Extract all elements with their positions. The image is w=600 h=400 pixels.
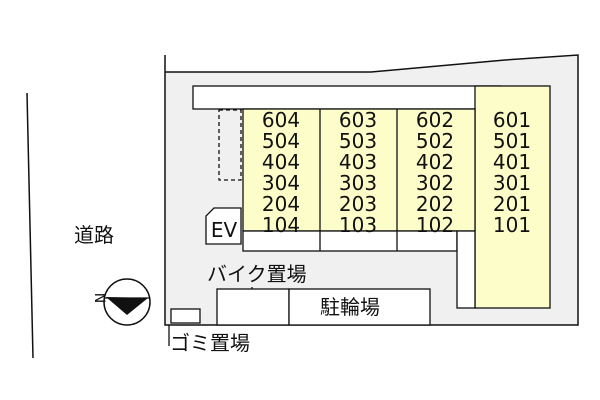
unit-number: 104 xyxy=(262,213,300,237)
unit-number: 204 xyxy=(262,192,300,216)
unit-labels: 6045044043042041046035034033032031036025… xyxy=(262,108,531,237)
elevator-label: EV xyxy=(211,218,238,242)
road-line xyxy=(26,92,34,359)
unit-column-right xyxy=(474,85,551,309)
unit-block xyxy=(242,108,476,232)
unit-number: 101 xyxy=(493,213,531,237)
top-corridor xyxy=(192,85,502,110)
side-corridor xyxy=(456,230,476,309)
unit-number: 301 xyxy=(493,171,531,195)
compass-icon: N xyxy=(91,278,151,326)
unit-number: 604 xyxy=(262,108,300,132)
unit-number: 602 xyxy=(416,108,454,132)
compass-label: N xyxy=(91,293,107,303)
unit-number: 404 xyxy=(262,150,300,174)
unit-number: 203 xyxy=(339,192,377,216)
road-label: 道路 xyxy=(74,223,114,247)
unit-number: 202 xyxy=(416,192,454,216)
unit-number: 501 xyxy=(493,129,531,153)
unit-number: 601 xyxy=(493,108,531,132)
elevator-box xyxy=(205,207,242,245)
unit-number: 502 xyxy=(416,129,454,153)
unit-number: 401 xyxy=(493,150,531,174)
unit-number: 402 xyxy=(416,150,454,174)
garbage-label: ゴミ置場 xyxy=(170,331,250,355)
unit-number: 102 xyxy=(416,213,454,237)
bike-parking-label: バイク置場 xyxy=(207,262,307,286)
bike-parking-area xyxy=(216,288,290,326)
unit-number: 504 xyxy=(262,129,300,153)
unit-number: 304 xyxy=(262,171,300,195)
unit-number: 603 xyxy=(339,108,377,132)
garbage-area xyxy=(170,308,201,324)
unit-number: 103 xyxy=(339,213,377,237)
unit-number: 303 xyxy=(339,171,377,195)
stair-outline xyxy=(218,109,242,181)
unit-number: 302 xyxy=(416,171,454,195)
unit-number: 201 xyxy=(493,192,531,216)
bicycle-parking-label: 駐輪場 xyxy=(320,295,380,319)
unit-number: 403 xyxy=(339,150,377,174)
unit-number: 503 xyxy=(339,129,377,153)
bicycle-parking-area xyxy=(288,288,431,326)
